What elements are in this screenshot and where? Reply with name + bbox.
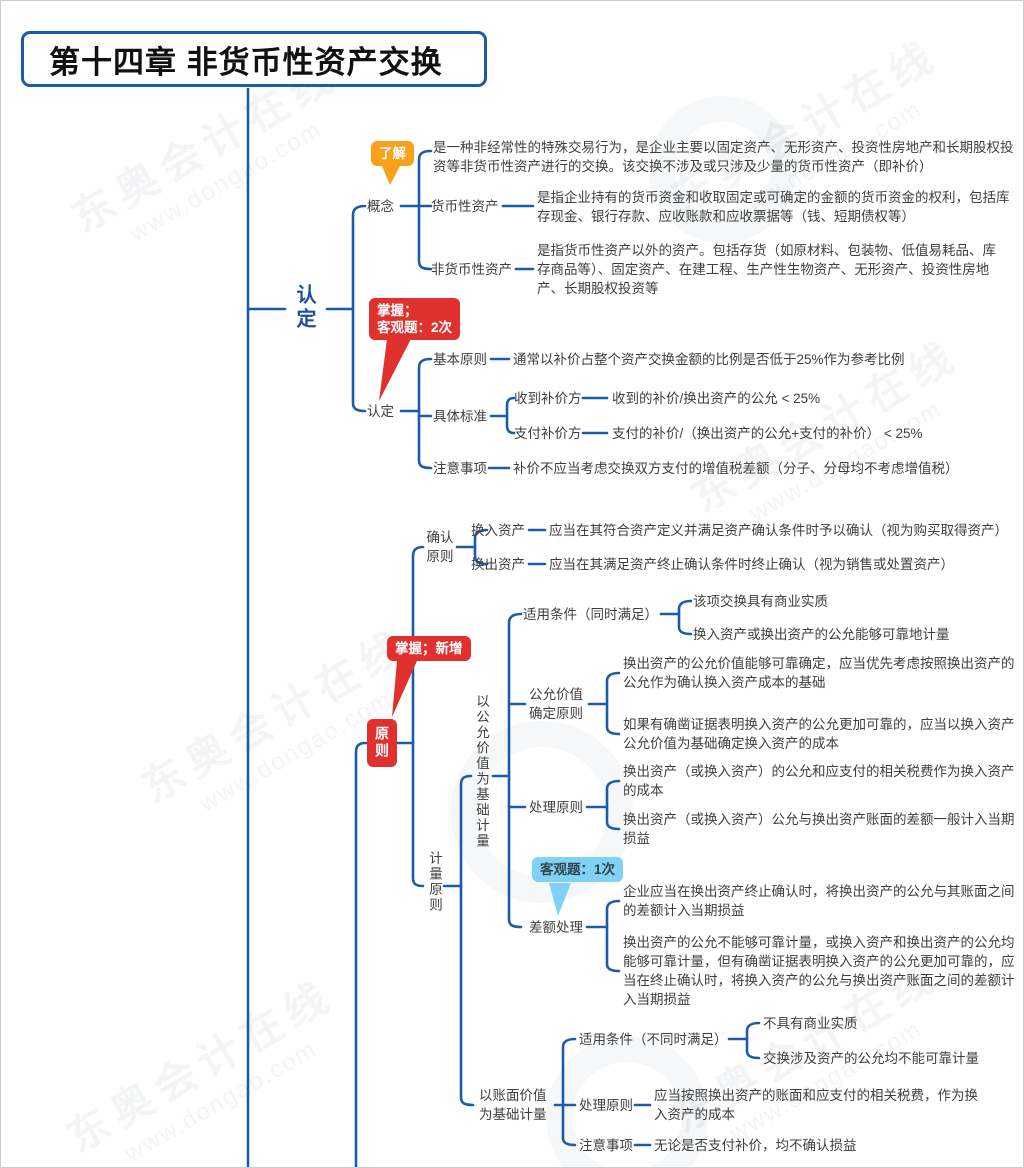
- tag-tail: [549, 883, 571, 916]
- node-bv-notes: 注意事项: [579, 1138, 633, 1153]
- bv-conditions-item1: 不具有商业实质: [763, 1016, 858, 1031]
- bv-notes-text: 无论是否支付补价，均不确认损益: [654, 1138, 857, 1153]
- bv-handling-text: 应当按照换出资产的账面和应支付的相关税费，作为换入资产的成本: [654, 1088, 978, 1122]
- node-identify-notes: 注意事项: [433, 461, 487, 476]
- fv-determine-item1: 换出资产的公允价值能够可靠确定，应当优先考虑按照换出资产的公允作为确认换入资产成…: [623, 656, 1015, 690]
- tag-keguanti-1ci: 客观题：1次: [532, 857, 624, 882]
- page-title: 第十四章 非货币性资产交换: [49, 44, 443, 80]
- fv-determine-item2: 如果有确凿证据表明换入资产的公允更加可靠的，应当以换入资产公允价值为基础确定换入…: [623, 717, 1015, 751]
- concept-definition: 是一种非经常性的特殊交易行为，是企业主要以固定资产、无形资产、投资性房地产和长期…: [433, 140, 1014, 174]
- tag-line1: 掌握；: [377, 303, 418, 318]
- branch-principle-box: 原则: [367, 719, 397, 767]
- node-nonmonetary-assets: 非货币性资产: [431, 262, 512, 277]
- fv-conditions-item2: 换入资产或换出资产的公允能够可靠地计量: [693, 627, 950, 642]
- node-recognition-principle: 确认原则: [426, 530, 454, 564]
- tag-zhangwo-keguanti: 掌握； 客观题：2次: [369, 298, 461, 340]
- asset-in-text: 应当在其符合资产定义并满足资产确认条件时予以确认（视为购买取得资产）: [549, 523, 1008, 538]
- bv-conditions-item2: 交换涉及资产的公允均不能可靠计量: [763, 1051, 979, 1066]
- difference-item2: 换出资产的公允不能够可靠计量，或换入资产和换出资产的公允均能够可靠计量，但有确凿…: [623, 935, 1015, 1007]
- node-fv-handling: 处理原则: [529, 800, 583, 815]
- node-measurement-principle: 计量原则: [427, 851, 442, 913]
- fv-handling-item1: 换出资产（或换入资产）的公允和应支付的相关税费作为换入资产的成本: [623, 764, 1015, 798]
- node-asset-out: 换出资产: [471, 557, 525, 572]
- pay-boot-text: 支付的补价/（换出资产的公允+支付的补价） < 25%: [612, 426, 923, 441]
- fv-handling-item2: 换出资产（或换入资产）公允与换出资产账面的差额一般计入当期损益: [623, 812, 1015, 846]
- node-identify: 认定: [367, 404, 394, 419]
- node-receive-boot: 收到补价方: [514, 391, 582, 406]
- node-bv-conditions: 适用条件（不同时满足）: [579, 1032, 728, 1047]
- difference-item1: 企业应当在换出资产终止确认时，将换出资产的公允与其账面之间的差额计入当期损益: [623, 884, 1015, 918]
- basic-principle-text: 通常以补价占整个资产交换金额的比例是否低于25%作为参考比例: [513, 352, 905, 367]
- node-fv-conditions: 适用条件（同时满足）: [523, 607, 658, 622]
- tag-tail: [379, 339, 411, 401]
- node-monetary-assets: 货币性资产: [431, 199, 499, 214]
- chapter-title-box: 第十四章 非货币性资产交换: [21, 31, 487, 87]
- node-fv-determine: 公允价值确定原则: [529, 687, 583, 721]
- fv-conditions-item1: 该项交换具有商业实质: [693, 594, 828, 609]
- tag-zhangwo-xinzeng: 掌握；新增: [387, 636, 471, 661]
- tag-line2: 客观题：2次: [377, 320, 453, 335]
- tag-liaojie: 了解: [371, 141, 414, 166]
- node-concept: 概念: [367, 199, 394, 214]
- asset-out-text: 应当在其满足资产终止确认条件时终止确认（视为销售或处置资产）: [549, 557, 954, 572]
- tag-tail: [392, 661, 417, 717]
- node-basic-principle: 基本原则: [433, 352, 487, 367]
- tag-tail: [382, 166, 400, 185]
- node-fair-value-basis: 以公允价值为基础计量: [474, 694, 489, 849]
- identify-notes-text: 补价不应当考虑交换双方支付的增值税差额（分子、分母均不考虑增值税）: [513, 461, 959, 476]
- node-pay-boot: 支付补价方: [514, 426, 582, 441]
- monetary-assets-text: 是指企业持有的货币资金和收取固定或可确定的金额的货币资金的权利，包括库存现金、银…: [537, 190, 1010, 224]
- branch-rending-label: 认定: [293, 284, 315, 332]
- receive-boot-text: 收到的补价/换出资产的公允 < 25%: [612, 391, 821, 406]
- nonmonetary-assets-text: 是指货币性资产以外的资产。包括存货（如原材料、包装物、低值易耗品、库存商品等）、…: [537, 243, 996, 296]
- node-bv-handling: 处理原则: [579, 1098, 633, 1113]
- node-criteria: 具体标准: [433, 409, 487, 424]
- node-difference-handling: 差额处理: [529, 920, 583, 935]
- node-book-value-basis: 以账面价值为基础计量: [479, 1088, 547, 1122]
- node-asset-in: 换入资产: [471, 523, 525, 538]
